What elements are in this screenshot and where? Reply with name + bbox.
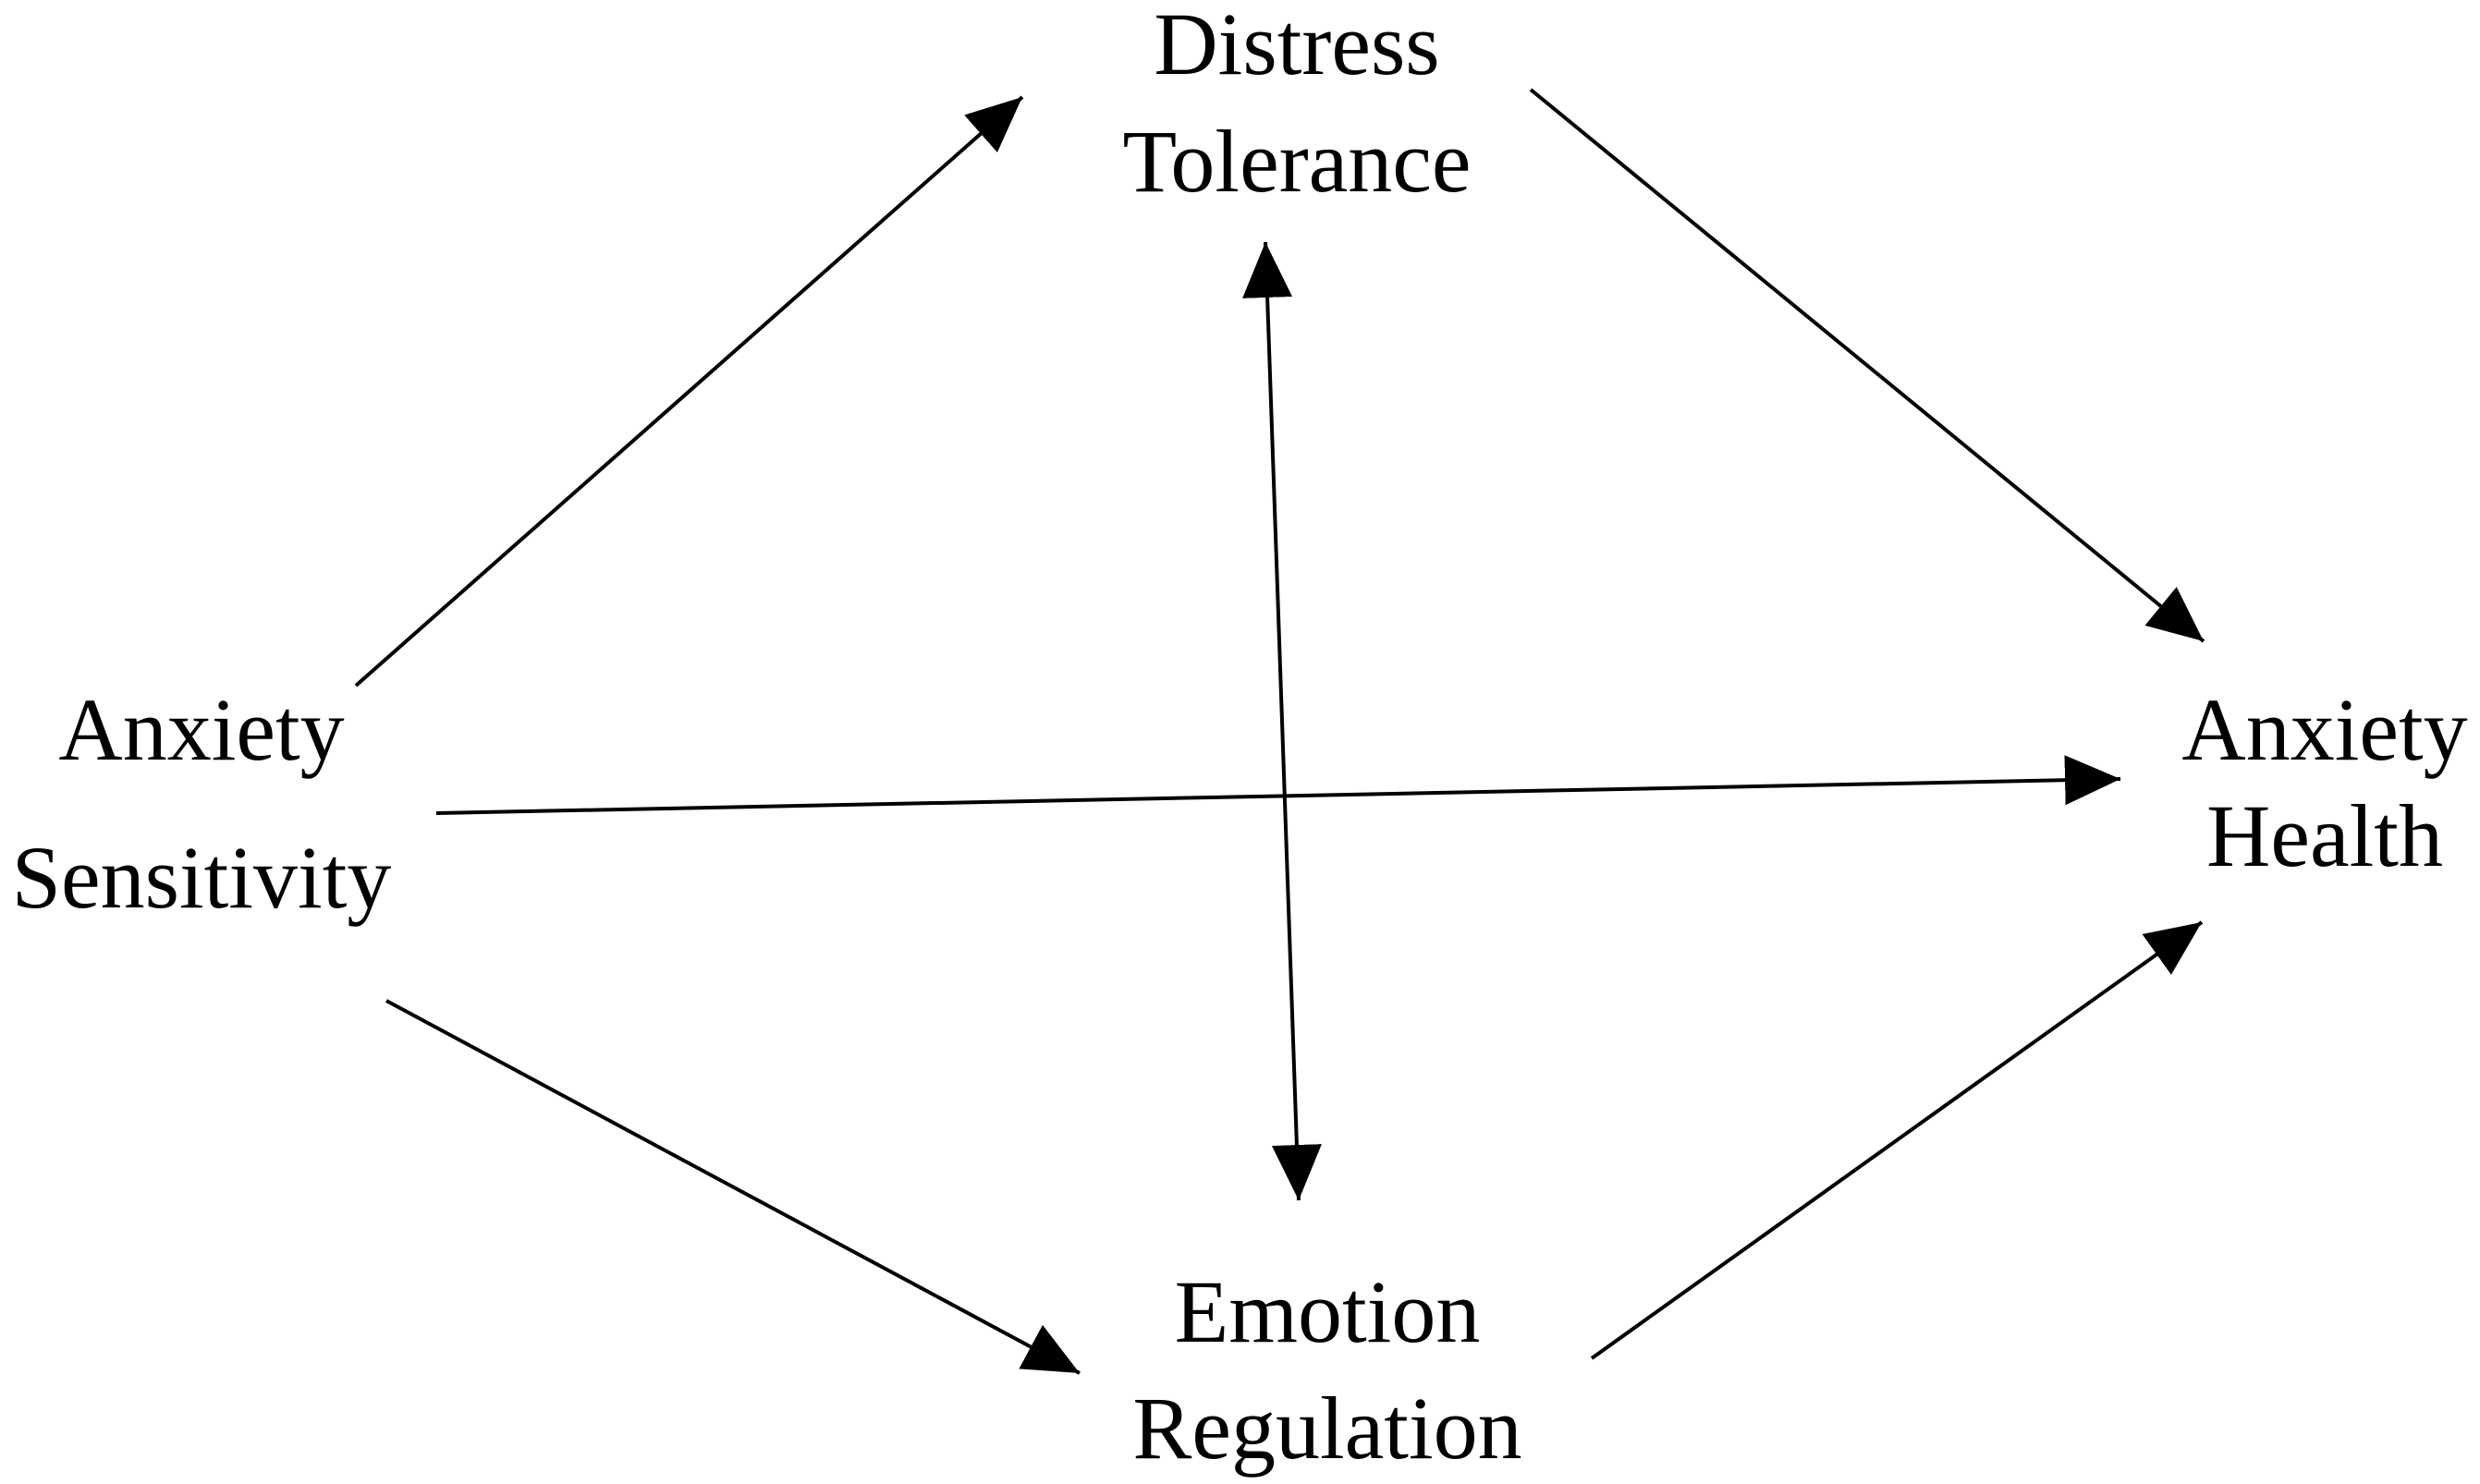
distress-tolerance-line1: Distress (1154, 0, 1439, 93)
anxiety-health-line1: Anxiety (2181, 680, 2467, 779)
edge-sensitivity-to-anxiety-health (435, 755, 2121, 815)
node-emotion-regulation: Emotion Regulation (1132, 1262, 1521, 1478)
anxiety-sensitivity-line2: Sensitivity (12, 828, 392, 927)
edge-sensitivity-to-emotion-regulation (385, 999, 1081, 1375)
emotion-regulation-line1: Emotion (1175, 1262, 1481, 1361)
node-anxiety-sensitivity: Anxiety Sensitivity (12, 680, 392, 927)
edge-distress-tolerance-emotion-regulation-bidirectional (1242, 241, 1322, 1201)
node-distress-tolerance: Distress Tolerance (1122, 0, 1471, 211)
edges (354, 88, 2205, 1375)
anxiety-sensitivity-line1: Anxiety (58, 680, 344, 779)
distress-tolerance-line2: Tolerance (1122, 112, 1471, 211)
edge-emotion-regulation-to-anxiety-health (1590, 920, 2204, 1360)
node-anxiety-health: Anxiety Health (2181, 680, 2467, 885)
edge-distress-tolerance-to-anxiety-health (1529, 88, 2205, 643)
edge-sensitivity-to-distress-tolerance (354, 95, 1024, 687)
emotion-regulation-line2: Regulation (1132, 1379, 1521, 1478)
anxiety-health-line2: Health (2206, 786, 2443, 885)
